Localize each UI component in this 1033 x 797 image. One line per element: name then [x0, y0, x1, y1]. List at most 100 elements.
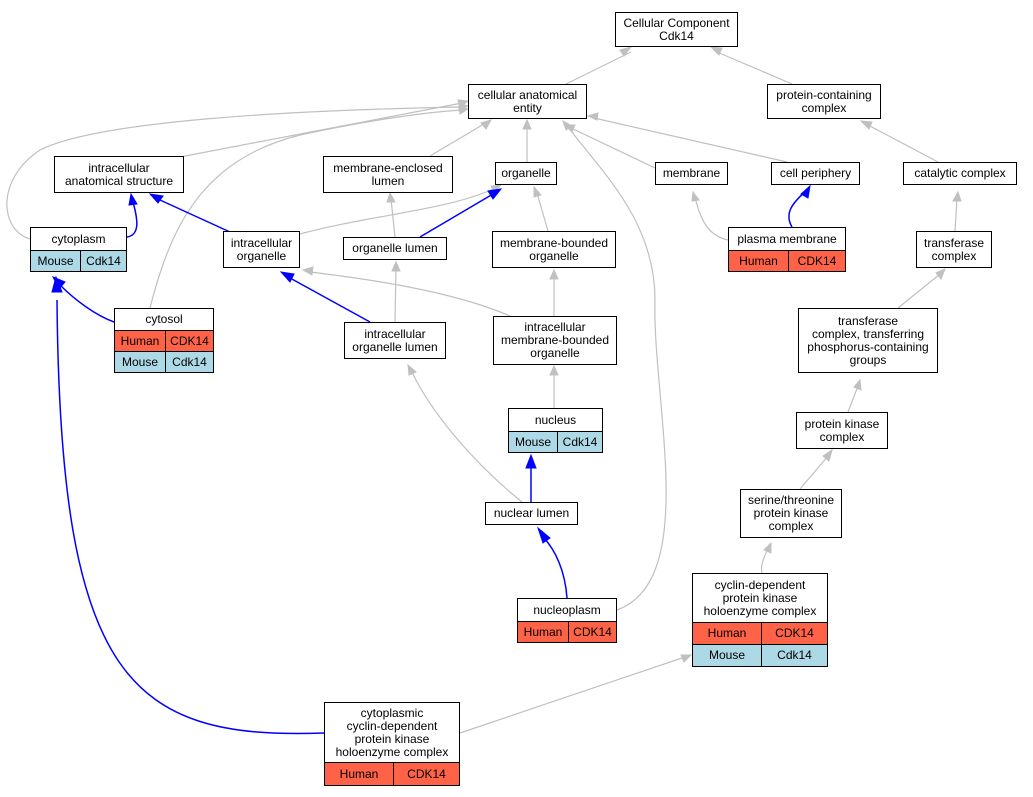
node-title: organelle lumen [352, 241, 438, 255]
node-nuclear-lumen[interactable]: nuclear lumen [485, 502, 578, 525]
arrowhead-np-cae [562, 119, 573, 131]
arrowhead-nuc-imbo [549, 364, 559, 376]
node-plasma-membrane[interactable]: plasma membrane Human CDK14 [728, 227, 846, 272]
node-title: plasma membrane [737, 231, 837, 246]
edge-mel-cae [429, 123, 485, 157]
edge-np-cae [567, 126, 667, 611]
node-title: cell periphery [779, 166, 852, 180]
gene-label: CDK14 [568, 622, 616, 642]
gene-label: CDK14 [788, 251, 845, 271]
arrowhead-iol-ol [391, 260, 401, 272]
edge-mem-cae [570, 127, 656, 169]
edge-pcc-root [716, 51, 793, 85]
arrowhead-io-ias [148, 193, 164, 204]
node-title: cytoplasm [51, 231, 106, 246]
annotation-row-human: Human CDK14 [729, 250, 845, 271]
node-title: cytosol [145, 312, 183, 326]
arrowhead-ol-org [487, 188, 503, 200]
edge-cyto-cae [6, 106, 463, 240]
edge-nl-iol [411, 371, 523, 503]
arrowhead-org-cae [522, 118, 532, 130]
arrowhead-cc-pcc [859, 120, 873, 130]
edge-ol-mel [390, 198, 396, 238]
arrowhead-ol-mel [386, 191, 396, 203]
arrowhead-pcc-root [709, 46, 723, 56]
node-title: organelle [501, 166, 551, 180]
node-title: membrane [662, 166, 721, 180]
edge-imbo-io [309, 271, 511, 317]
edge-cytosol-cyto [59, 284, 115, 323]
arrowhead-cdk-stpk [763, 541, 772, 554]
edge-pm-mem [694, 197, 729, 241]
node-title: catalytic complex [914, 166, 1006, 180]
arrowhead-mel-cae [480, 119, 493, 130]
arrowhead-pm-mem [691, 190, 700, 202]
edge-ias-cae [179, 102, 463, 158]
arrowhead-cp-cae [586, 112, 599, 121]
arrowhead-mbo-org [533, 185, 542, 198]
edge-stpk-pkc [799, 455, 829, 490]
edge-pkc-tcp [847, 385, 859, 413]
node-title: nucleus [534, 412, 577, 427]
edge-iol-io [289, 277, 371, 323]
arrowhead-stpk-pkc [822, 448, 833, 462]
node-organelle[interactable]: organelle [495, 162, 557, 185]
species-label: Mouse [708, 648, 746, 662]
edge-io-org [299, 187, 496, 235]
edge-pm-cp [788, 191, 806, 228]
gene-label: CDK14 [165, 331, 213, 351]
edge-cp-cae [593, 117, 788, 163]
arrowhead-tcp-tc [935, 268, 946, 280]
node-title: nucleoplasm [533, 602, 601, 617]
node-membrane[interactable]: membrane [655, 162, 728, 185]
gene-label: Cdk14 [80, 251, 126, 271]
arrowhead-ccdk-cyto [51, 275, 63, 293]
arrowhead-cae-root [619, 46, 633, 57]
edge-iol-ol [394, 267, 397, 323]
node-cell-periphery[interactable]: cell periphery [771, 162, 860, 185]
edge-cdk-stpk [760, 548, 769, 574]
edge-ccdk-cdk [459, 657, 683, 734]
edge-np-nl [543, 537, 568, 599]
node-catalytic-complex[interactable]: catalytic complex [903, 162, 1017, 185]
edge-ol-org [419, 193, 494, 238]
arrowhead-cytosol-cae [458, 106, 470, 115]
edge-ccdk-cyto [56, 299, 325, 735]
node-organelle-lumen[interactable]: organelle lumen [343, 237, 447, 260]
species-label: Human [739, 253, 778, 268]
